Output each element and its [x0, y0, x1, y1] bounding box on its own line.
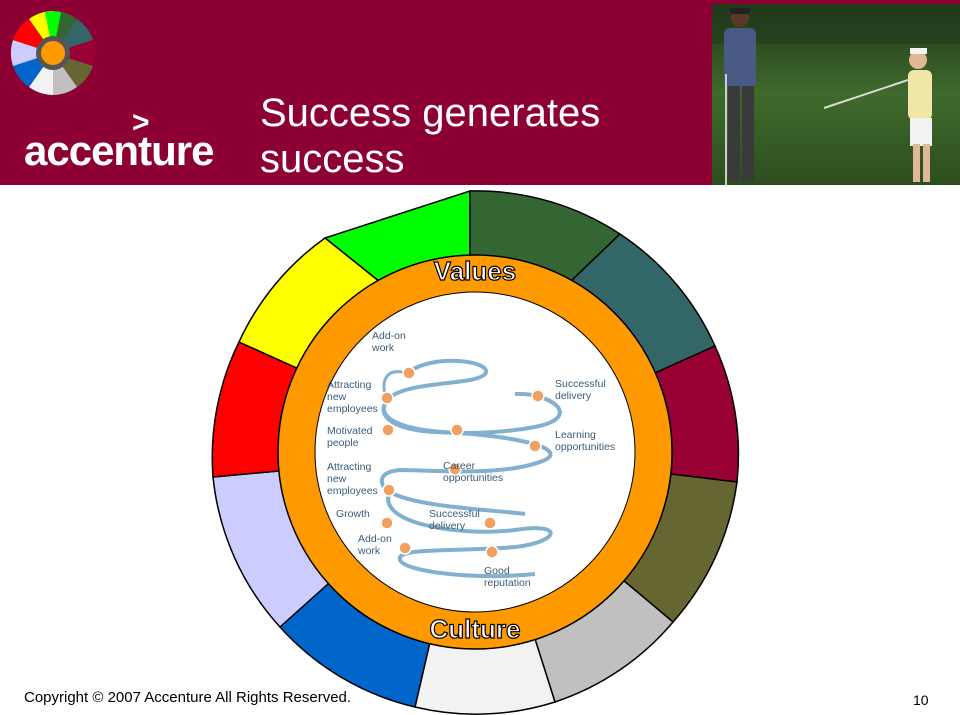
marker-attracting-mid	[382, 483, 396, 497]
brand-logo: accenture	[24, 127, 214, 174]
spiral-markers	[380, 366, 545, 559]
values-label: Values	[434, 256, 516, 286]
label-attracting-new-top: Attracting new employees	[327, 379, 378, 415]
label-attracting-new-mid: Attracting new employees	[327, 461, 378, 497]
marker-reputation	[485, 545, 499, 559]
label-motivated-people: Motivated people	[327, 425, 375, 449]
label-successful-delivery-top: Successful delivery	[555, 378, 609, 402]
title-line-1: Success generates	[260, 91, 601, 135]
marker-successful-top	[531, 389, 545, 403]
marker-motivated	[381, 423, 395, 437]
marker-successful-mid	[483, 516, 497, 530]
marker-addon-work-top	[402, 366, 416, 380]
title-line-2: success	[260, 137, 405, 181]
header-banner: > accenture Success generates success	[0, 0, 960, 185]
marker-growth	[380, 516, 394, 530]
success-cycle-diagram: Values Culture Add-on work	[211, 190, 740, 715]
label-addon-work-bottom: Add-on work	[357, 533, 395, 557]
page-number: 10	[913, 692, 929, 708]
label-good-reputation: Good reputation	[484, 565, 531, 589]
culture-label: Culture	[430, 614, 521, 644]
marker-attracting-mid-2	[448, 462, 462, 476]
marker-addon-work-bottom	[398, 541, 412, 555]
page-title: Success generates success	[260, 90, 600, 182]
label-growth: Growth	[336, 508, 370, 520]
outer-wheel	[211, 190, 740, 715]
label-career-opportunities: Career opportunities	[443, 460, 503, 484]
growth-spiral	[379, 358, 562, 579]
marker-attracting-top	[380, 391, 394, 405]
color-wheel-logo-icon	[10, 11, 96, 95]
wheel-segment-white	[414, 638, 556, 715]
label-successful-delivery-mid: Successful delivery	[429, 508, 483, 532]
copyright-text: Copyright © 2007 Accenture All Rights Re…	[24, 689, 352, 706]
brand-chevron: >	[132, 106, 150, 139]
marker-learning	[528, 439, 542, 453]
golfers-photo	[712, 4, 960, 185]
label-addon-work-top: Add-on work	[371, 330, 409, 354]
label-learning-opportunities: Learning opportunities	[555, 429, 615, 453]
marker-career	[450, 423, 464, 437]
